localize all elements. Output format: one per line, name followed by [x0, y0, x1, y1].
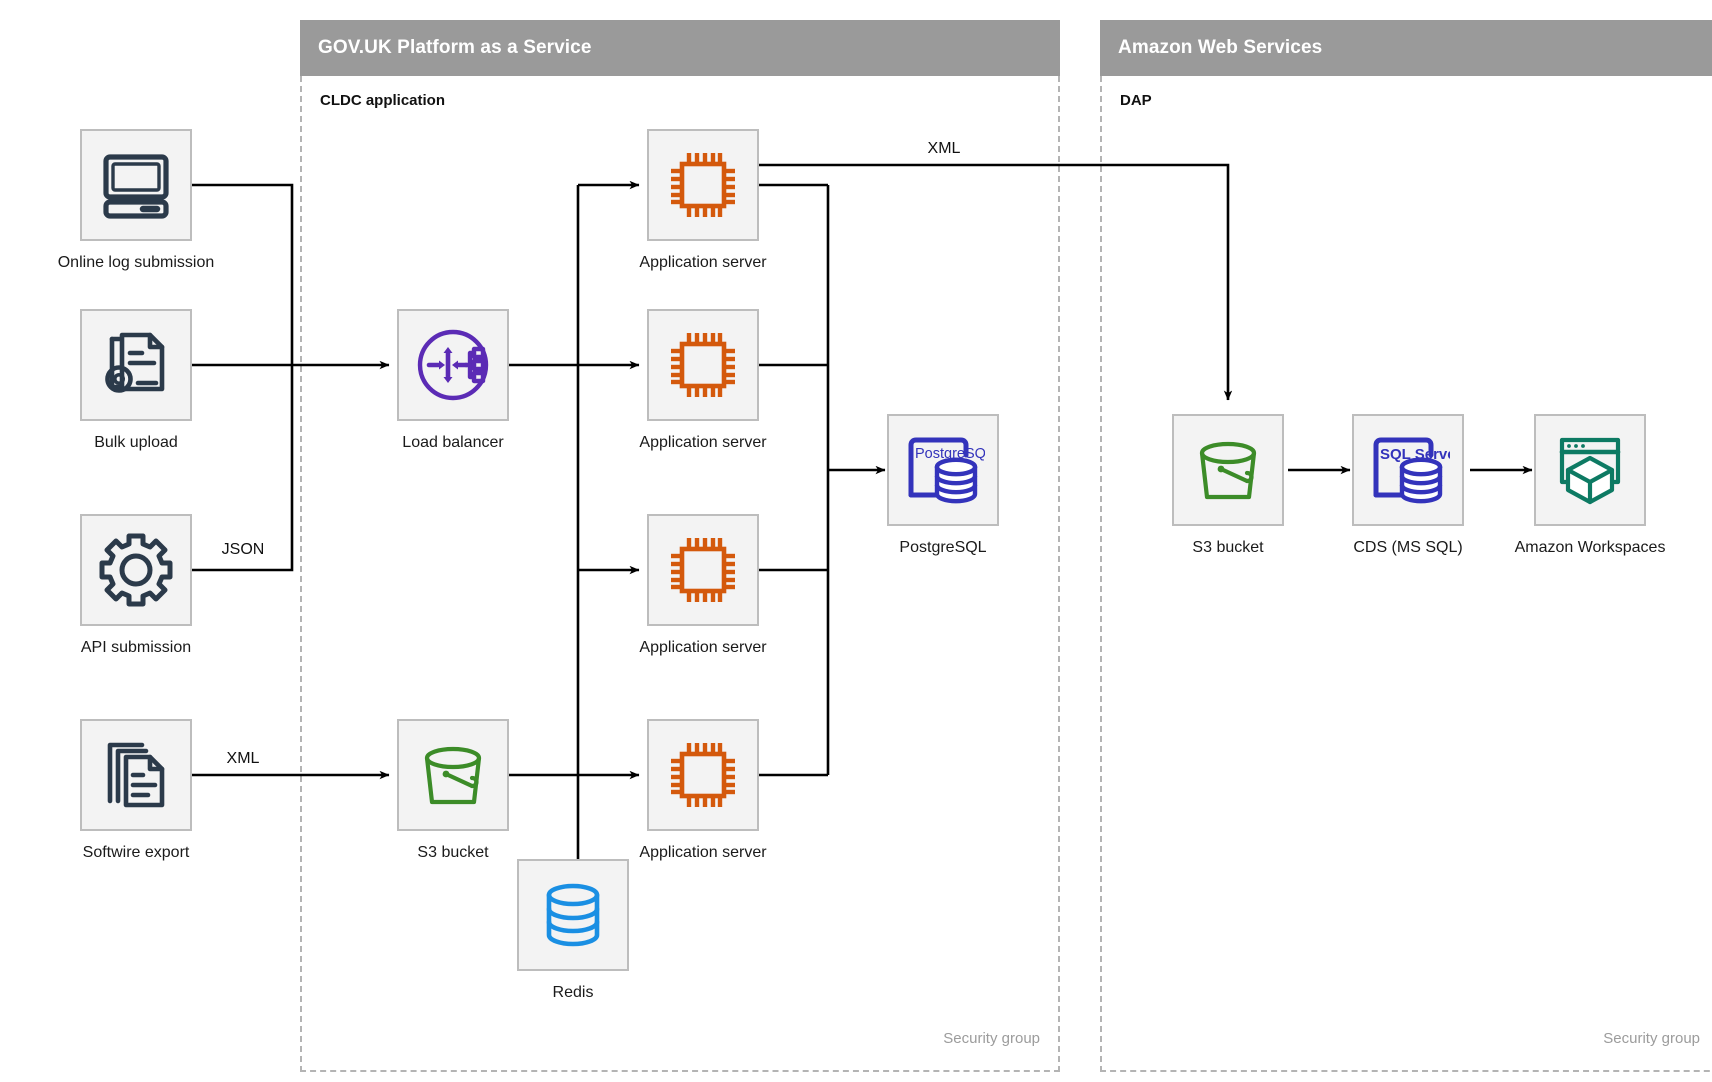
node-label-s3-bucket-aws: S3 bucket [1192, 539, 1264, 556]
node-app-server-3[interactable] [647, 514, 759, 626]
node-label-postgresql: PostgreSQL [899, 539, 987, 556]
node-label-app-server-1: Application server [639, 254, 767, 271]
group-sublabel-dap: DAP [1120, 92, 1152, 109]
node-amazon-workspaces[interactable] [1534, 414, 1646, 526]
cpu-chip-icon [663, 735, 743, 815]
node-label-api-submission: API submission [80, 639, 192, 656]
postgresql-database-icon: PostgreSQL [901, 431, 985, 509]
s3-bucket-icon [414, 736, 492, 814]
node-load-balancer[interactable] [397, 309, 509, 421]
group-body-aws [1100, 76, 1712, 1072]
edge-api-submission-to-bus [192, 365, 294, 572]
group-title-paas: GOV.UK Platform as a Service [318, 37, 592, 58]
security-group-label-aws: Security group [1603, 1030, 1700, 1047]
redis-database-icon [537, 879, 609, 951]
s3-bucket-icon [1189, 431, 1267, 509]
node-app-server-1[interactable] [647, 129, 759, 241]
edge-label-xml-source: XML [222, 750, 264, 768]
edge-label-xml-transfer: XML [923, 140, 965, 158]
node-label-app-server-2: Application server [639, 434, 767, 451]
group-body-paas [300, 76, 1060, 1072]
node-label-redis: Redis [552, 984, 594, 1001]
group-header-paas: GOV.UK Platform as a Service [300, 20, 1060, 76]
node-label-cds-ms-sql: CDS (MS SQL) [1353, 539, 1463, 556]
cpu-chip-icon [663, 145, 743, 225]
node-app-server-4[interactable] [647, 719, 759, 831]
node-app-server-2[interactable] [647, 309, 759, 421]
cpu-chip-icon [663, 325, 743, 405]
group-header-aws: Amazon Web Services [1100, 20, 1712, 76]
node-redis[interactable] [517, 859, 629, 971]
cpu-chip-icon [663, 530, 743, 610]
security-group-label-paas: Security group [943, 1030, 1040, 1047]
sql-server-database-icon: SQL Server [1366, 431, 1450, 509]
document-stack-icon [98, 737, 174, 813]
node-label-app-server-4: Application server [639, 844, 767, 861]
node-label-s3-bucket-paas: S3 bucket [417, 844, 489, 861]
node-label-app-server-3: Application server [639, 639, 767, 656]
node-s3-bucket-paas[interactable] [397, 719, 509, 831]
node-label-amazon-workspaces: Amazon Workspaces [1514, 539, 1666, 556]
postgresql-badge-text: PostgreSQL [915, 446, 985, 462]
workspaces-cube-icon [1550, 430, 1630, 510]
node-label-online-log-submission: Online log submission [57, 254, 215, 271]
node-bulk-upload[interactable] [80, 309, 192, 421]
node-label-load-balancer: Load balancer [402, 434, 504, 451]
gear-icon [97, 531, 175, 609]
sql-server-badge-text: SQL Server [1380, 446, 1450, 463]
document-gear-icon [98, 327, 174, 403]
load-balancer-icon [412, 324, 494, 406]
node-api-submission[interactable] [80, 514, 192, 626]
group-sublabel-cldc-application: CLDC application [320, 92, 446, 109]
group-title-aws: Amazon Web Services [1118, 37, 1323, 58]
node-cds-ms-sql[interactable]: SQL Server [1352, 414, 1464, 526]
edge-label-json: JSON [217, 541, 269, 559]
node-softwire-export[interactable] [80, 719, 192, 831]
node-label-softwire-export: Softwire export [82, 844, 190, 861]
node-s3-bucket-aws[interactable] [1172, 414, 1284, 526]
node-postgresql[interactable]: PostgreSQL [887, 414, 999, 526]
node-label-bulk-upload: Bulk upload [94, 434, 178, 451]
node-online-log-submission[interactable] [80, 129, 192, 241]
desktop-computer-icon [98, 147, 174, 223]
edge-online-log-to-bus [192, 183, 294, 365]
